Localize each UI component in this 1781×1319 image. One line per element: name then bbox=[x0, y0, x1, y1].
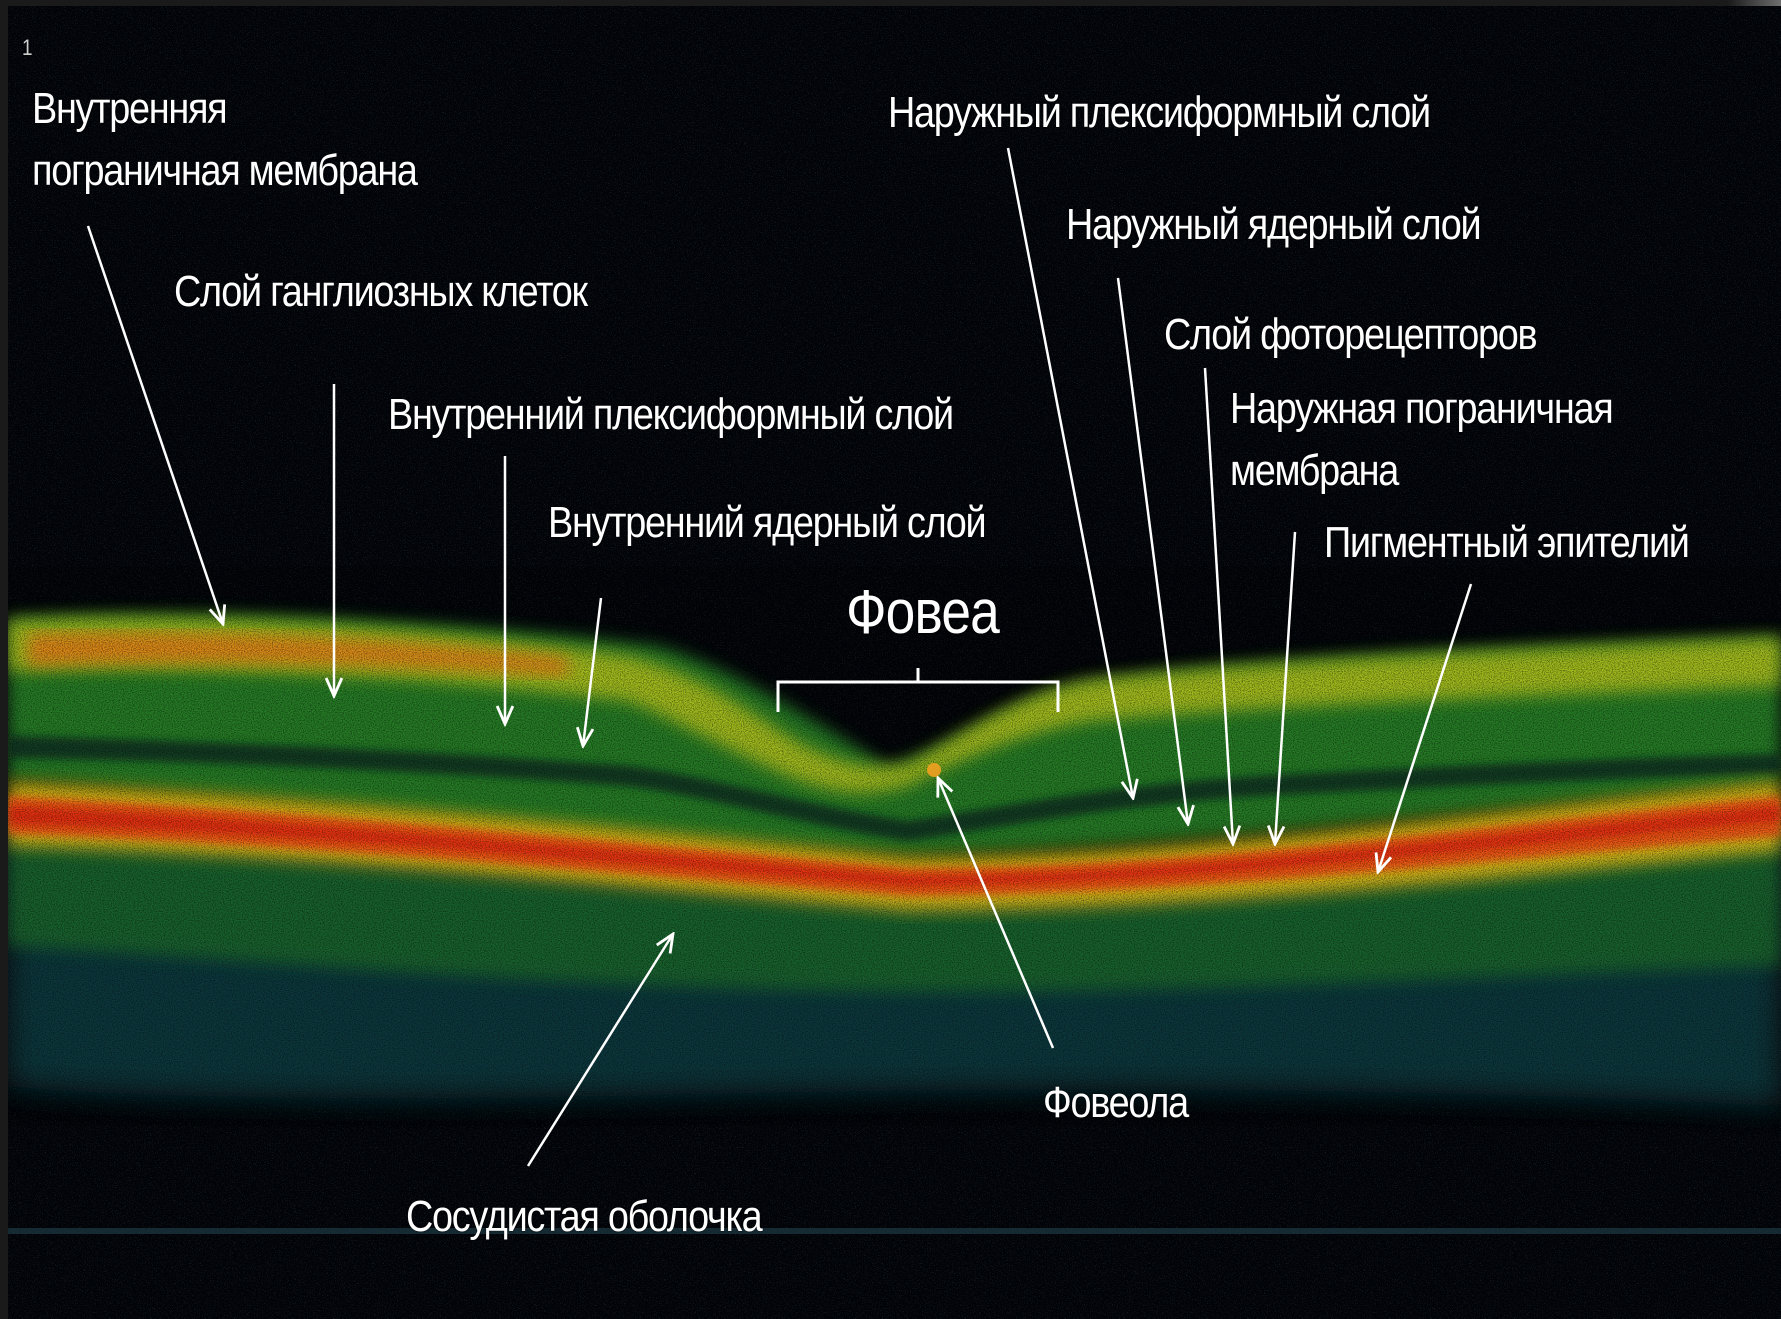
label-outer-plexiform-layer: Наружный плексиформный слой bbox=[888, 82, 1430, 144]
label-inner-plexiform-layer: Внутренний плексиформный слой bbox=[388, 384, 953, 446]
label-pigment-epithelium: Пигментный эпителий bbox=[1324, 512, 1689, 574]
label-inner-nuclear-layer: Внутренний ядерный слой bbox=[548, 492, 985, 554]
foveola-spot bbox=[927, 763, 941, 777]
oct-retina-scan: 1 Внутренняя пограничная мембрана Слой г… bbox=[8, 6, 1781, 1319]
figure-index: 1 bbox=[22, 32, 33, 63]
oct-image bbox=[8, 6, 1781, 1319]
label-choroid: Сосудистая оболочка bbox=[406, 1186, 761, 1248]
bottom-scan-line bbox=[8, 1228, 1781, 1234]
label-foveola: Фовеола bbox=[1043, 1072, 1188, 1134]
label-inner-limiting-membrane: Внутренняя пограничная мембрана bbox=[32, 78, 417, 203]
label-fovea: Фовеа bbox=[846, 569, 999, 657]
label-outer-nuclear-layer: Наружный ядерный слой bbox=[1066, 194, 1480, 256]
label-photoreceptor-layer: Слой фоторецепторов bbox=[1164, 304, 1536, 366]
label-external-limiting-membrane: Наружная пограничная мембрана bbox=[1230, 378, 1612, 503]
label-ganglion-cell-layer: Слой ганглиозных клеток bbox=[174, 261, 587, 323]
